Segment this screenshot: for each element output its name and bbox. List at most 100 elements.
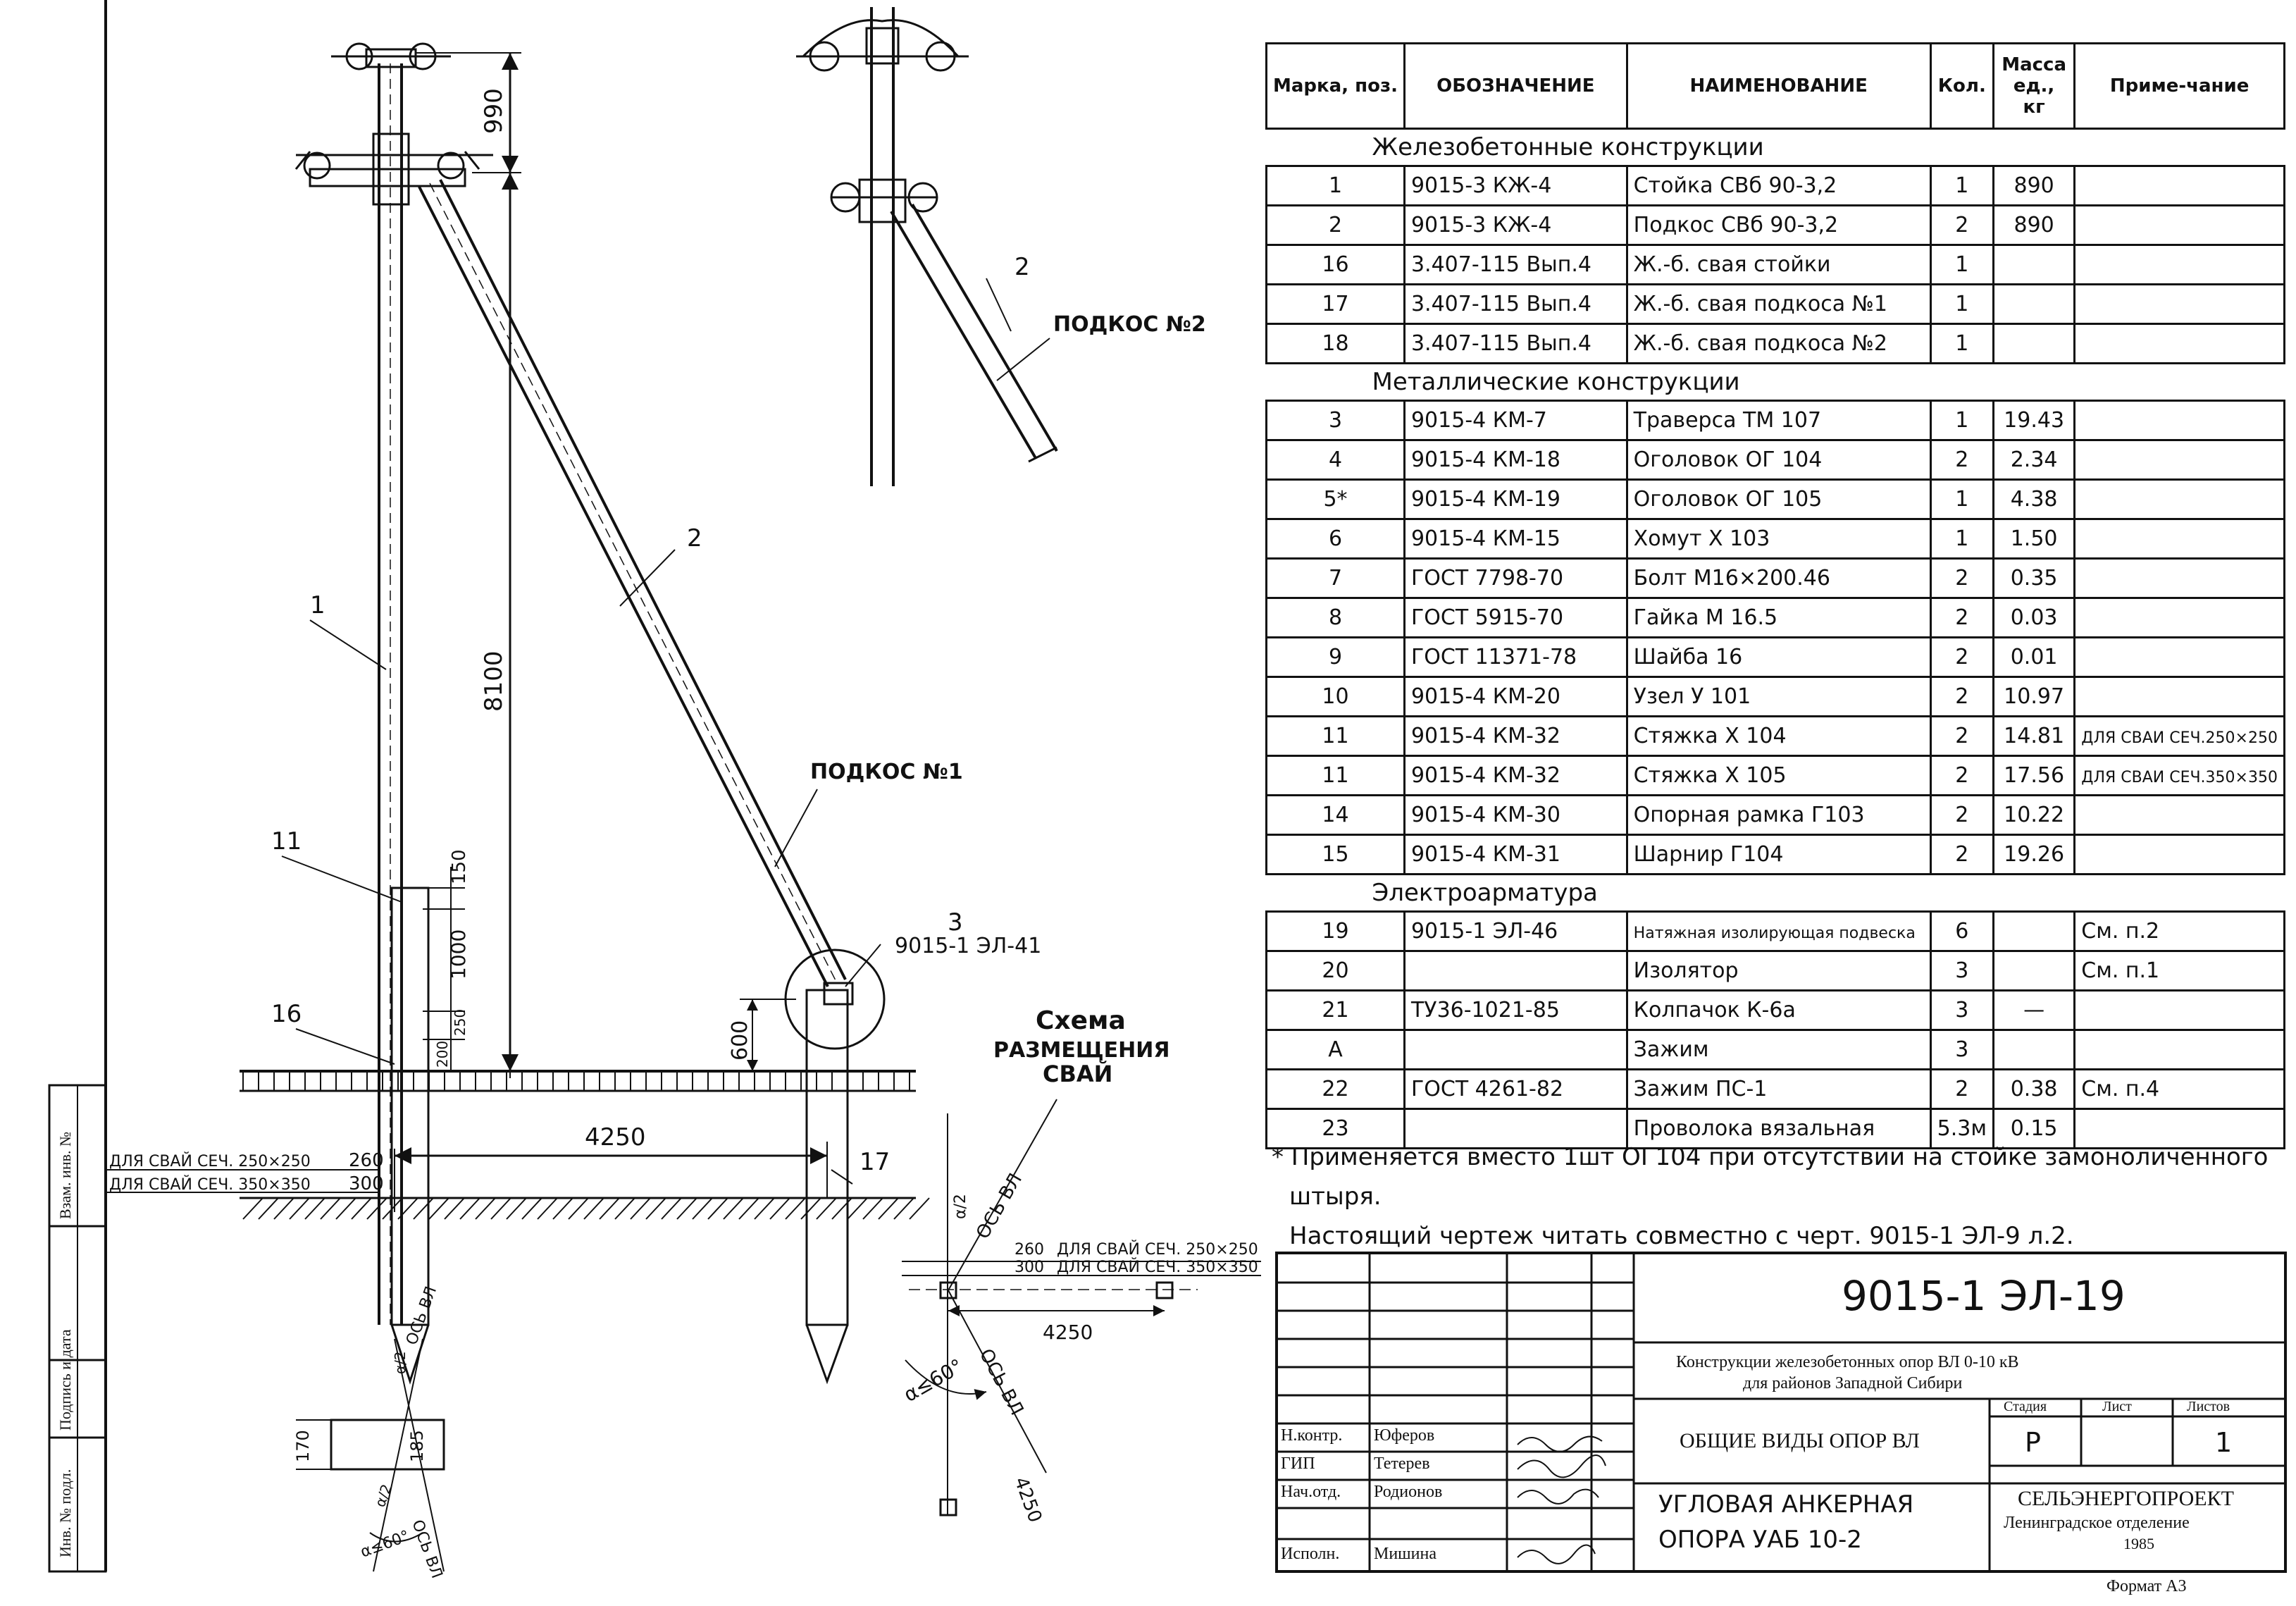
cell-pos-text: 8 <box>1328 605 1343 630</box>
cell-mass <box>1992 244 2076 285</box>
spec-section-title: Железобетонные конструкции <box>1266 128 2285 167</box>
cell-code: 9015-4 КМ-7 <box>1403 400 1628 441</box>
title-block: 9015-1 ЭЛ-19 Конструкции железобетонных … <box>1275 1252 2287 1573</box>
cell-code: 3.407-115 Вып.4 <box>1403 323 1628 364</box>
cell-note: См. п.4 <box>2073 1068 2285 1110</box>
cell-code-text: 3.407-115 Вып.4 <box>1410 331 1591 356</box>
label-podkos-1: ПОДКОС №1 <box>810 760 963 784</box>
signatures <box>1517 1435 1606 1564</box>
cell-code: 9015-4 КМ-20 <box>1403 676 1628 717</box>
drawing-labels: 990 8100 150 1000 250 200 600 4250 260 3… <box>109 88 1258 1581</box>
cell-code: 9015-3 КЖ-4 <box>1403 165 1628 206</box>
cell-code-text: 9015-4 КМ-15 <box>1410 526 1560 551</box>
drawing-title-1: УГЛОВАЯ АНКЕРНАЯ <box>1658 1490 1914 1519</box>
cell-qty: 2 <box>1929 557 1995 599</box>
cell-name-text: Натяжная изолирующая подвеска <box>1633 925 1916 942</box>
dim-150: 150 <box>449 849 470 884</box>
dim-300: 300 <box>349 1173 384 1194</box>
label-alpha-1: α≤60° <box>900 1354 967 1407</box>
cell-note <box>2073 439 2285 481</box>
name-gip: Тетерев <box>1374 1454 1430 1473</box>
cell-qty-text: 2 <box>1955 1077 1969 1101</box>
cell-mass-text: 4.38 <box>2010 487 2058 512</box>
drawing-code: 9015-1 ЭЛ-19 <box>1842 1272 2126 1320</box>
sheets-header: Листов <box>2187 1399 2230 1414</box>
cell-name: Стяжка Х 104 <box>1625 715 1932 757</box>
cell-name: Болт М16×200.46 <box>1625 557 1932 599</box>
label-1: 1 <box>310 591 325 619</box>
cell-qty: 2 <box>1929 439 1995 481</box>
cell-name-text: Колпачок К-6а <box>1633 998 1796 1023</box>
cell-note <box>2073 518 2285 560</box>
cell-name: Узел У 101 <box>1625 676 1932 717</box>
cell-note-text: ДЛЯ СВАИ СЕЧ.250×250 <box>2081 729 2278 747</box>
specification-table: Марка, поз. ОБОЗНАЧЕНИЕ НАИМЕНОВАНИЕ Кол… <box>1265 42 2285 1149</box>
cell-name-text: Шарнир Г104 <box>1633 842 1784 867</box>
cell-qty: 1 <box>1929 400 1995 441</box>
cell-mass: 0.03 <box>1992 597 2076 638</box>
cell-pos: 5* <box>1265 478 1405 520</box>
cell-mass: 4.38 <box>1992 478 2076 520</box>
spec-section-title: Электроарматура <box>1266 873 2285 913</box>
cell-mass: 19.26 <box>1992 834 2076 875</box>
cell-mass: 890 <box>1992 204 2076 246</box>
col-header-code: ОБОЗНАЧЕНИЕ <box>1403 42 1628 130</box>
cell-pos: 8 <box>1265 597 1405 638</box>
cell-code: 9015-4 КМ-31 <box>1403 834 1628 875</box>
cell-qty-text: 2 <box>1955 566 1969 591</box>
cell-name-text: Узел У 101 <box>1633 684 1751 709</box>
cell-code: 9015-4 КМ-32 <box>1403 755 1628 796</box>
cell-mass-text: 0.01 <box>2010 645 2058 669</box>
spec-section-row: Электроарматура <box>1266 873 2285 913</box>
cell-name: Зажим <box>1625 1029 1932 1070</box>
label-ref-9015-1-el-41: 9015-1 ЭЛ-41 <box>895 934 1041 958</box>
project-desc-2: для районов Западной Сибири <box>1743 1374 1963 1392</box>
podkos-2-detail <box>796 7 1058 486</box>
cell-pos: 23 <box>1265 1108 1405 1149</box>
cell-code-text: 9015-4 КМ-31 <box>1410 842 1560 867</box>
cell-name-text: Проволока вязальная <box>1633 1116 1875 1141</box>
cell-code-text: 3.407-115 Вып.4 <box>1410 252 1591 277</box>
note-asterisk-cont: штыря. <box>1289 1182 1382 1211</box>
cell-qty: 2 <box>1929 755 1995 796</box>
cell-name: Ж.-б. свая подкоса №1 <box>1625 283 1932 325</box>
cell-pos-text: 10 <box>1322 684 1349 709</box>
dim-4250-c: 4250 <box>1010 1474 1045 1525</box>
cell-code-text: 3.407-115 Вып.4 <box>1410 292 1591 316</box>
spec-section-row: Металлические конструкции <box>1266 362 2285 402</box>
cell-note <box>2073 834 2285 875</box>
cell-name: Стойка СВб 90-3,2 <box>1625 165 1932 206</box>
cell-qty-text: 1 <box>1955 252 1969 277</box>
cell-qty: 2 <box>1929 204 1995 246</box>
label-3: 3 <box>948 908 963 937</box>
label-17: 17 <box>860 1148 890 1176</box>
cell-qty: 3 <box>1929 989 1995 1031</box>
cell-note <box>2073 989 2285 1031</box>
spec-section-row: Железобетонные конструкции <box>1266 128 2285 167</box>
cell-mass: 0.38 <box>1992 1068 2076 1110</box>
cell-code: 9015-3 КЖ-4 <box>1403 204 1628 246</box>
cell-code-text: ГОСТ 7798-70 <box>1410 566 1564 591</box>
cell-name: Стяжка Х 105 <box>1625 755 1932 796</box>
cell-qty-text: 1 <box>1955 331 1969 356</box>
cell-note <box>2073 636 2285 678</box>
cell-mass-text: 10.22 <box>2004 803 2065 827</box>
cell-code-text: ГОСТ 4261-82 <box>1410 1077 1564 1101</box>
cell-mass <box>1992 1029 2076 1070</box>
name-n-kontr: Юферов <box>1374 1426 1435 1445</box>
cell-code: 3.407-115 Вып.4 <box>1403 244 1628 285</box>
cell-name: Изолятор <box>1625 950 1932 992</box>
cell-pos: 9 <box>1265 636 1405 678</box>
cell-qty: 1 <box>1929 283 1995 325</box>
cell-pos-text: 1 <box>1328 173 1343 198</box>
cell-pos: 22 <box>1265 1068 1405 1110</box>
cell-qty: 2 <box>1929 1068 1995 1110</box>
org-branch: Ленинградское отделение <box>2004 1514 2190 1532</box>
